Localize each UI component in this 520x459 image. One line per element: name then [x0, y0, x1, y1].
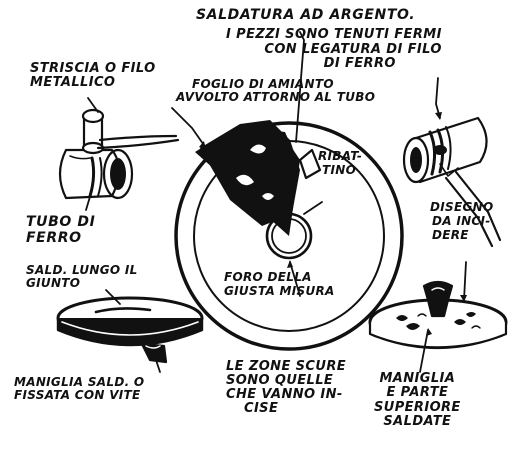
- label-iron-tube-line1: TUBO DI: [26, 214, 96, 230]
- central-seal-disc: [174, 120, 404, 351]
- lower-right-disc: [368, 280, 508, 350]
- label-hole: FORO DELLA GIUSTA MISURA: [224, 270, 335, 298]
- label-joint-solder: SALD. LUNGO IL GIUNTO: [26, 263, 138, 291]
- label-silver-solder-line2: I PEZZI SONO TENUTI FERMI: [226, 27, 442, 42]
- label-metal-strip-line2: METALLICO: [30, 75, 116, 91]
- label-metal-strip-line1: STRISCIA O FILO: [30, 61, 156, 76]
- label-design-line3: DERE: [432, 228, 469, 243]
- label-riveted-line1: RIBAT-: [318, 149, 363, 163]
- right-iron-tube: [402, 116, 502, 248]
- label-dark-zones-line3: CHE VANNO IN-: [226, 387, 343, 403]
- label-silver-solder-line1: SALDATURA AD ARGENTO.: [196, 7, 416, 23]
- label-design-to-engrave: DISEGNO DA INCI- DERE: [430, 200, 493, 242]
- label-handle-top-line1: MANIGLIA: [379, 371, 456, 386]
- label-iron-tube-line2: FERRO: [26, 230, 82, 247]
- label-joint-solder-line1: SALD. LUNGO IL: [26, 263, 138, 277]
- label-asbestos-sheet-line2: AVVOLTO ATTORNO AL TUBO: [176, 90, 376, 105]
- leader-lines: [85, 31, 467, 373]
- label-silver-solder-sub: I PEZZI SONO TENUTI FERMI CON LEGATURA D…: [226, 27, 442, 72]
- label-iron-tube: TUBO DI FERRO: [26, 214, 95, 246]
- label-riveted-line2: TINO: [322, 162, 357, 177]
- label-joint-solder-line2: GIUNTO: [26, 276, 81, 291]
- label-asbestos-sheet: FOGLIO DI AMIANTO AVVOLTO ATTORNO AL TUB…: [176, 77, 376, 105]
- label-asbestos-sheet-line1: FOGLIO DI AMIANTO: [192, 77, 334, 91]
- label-silver-solder-line3: CON LEGATURA DI FILO: [264, 41, 442, 57]
- arrow-heads: [199, 112, 467, 336]
- label-riveted: RIBAT- TINO: [318, 149, 363, 178]
- label-dark-zones-line2: SONO QUELLE: [226, 373, 334, 389]
- label-silver-solder: SALDATURA AD ARGENTO.: [196, 8, 415, 22]
- label-dark-zones-line4: CISE: [244, 401, 279, 417]
- label-handle-top-line3: SUPERIORE: [374, 399, 461, 415]
- label-hole-line2: GIUSTA MISURA: [224, 284, 335, 299]
- left-iron-tube: [58, 108, 180, 200]
- label-handle-top: MANIGLIA E PARTE SUPERIORE SALDATE: [374, 371, 461, 429]
- label-silver-solder-line4: DI FERRO: [323, 56, 396, 72]
- label-handle-top-line4: SALDATE: [383, 413, 452, 429]
- label-design-line2: DA INCI-: [432, 214, 491, 229]
- label-handle-top-line2: E PARTE: [386, 385, 449, 401]
- label-dark-zones-line1: LE ZONE SCURE: [226, 359, 347, 374]
- label-handle-screw-line2: FISSATA CON VITE: [14, 388, 141, 403]
- label-metal-strip: STRISCIA O FILO METALLICO: [30, 61, 156, 91]
- label-handle-screw-line1: MANIGLIA SALD. O: [14, 375, 145, 389]
- label-handle-screw: MANIGLIA SALD. O FISSATA CON VITE: [14, 375, 145, 403]
- label-dark-zones: LE ZONE SCURE SONO QUELLE CHE VANNO IN- …: [226, 359, 347, 417]
- label-hole-line1: FORO DELLA: [224, 270, 312, 284]
- label-design-line1: DISEGNO: [430, 200, 494, 214]
- lower-left-disc: [56, 296, 204, 364]
